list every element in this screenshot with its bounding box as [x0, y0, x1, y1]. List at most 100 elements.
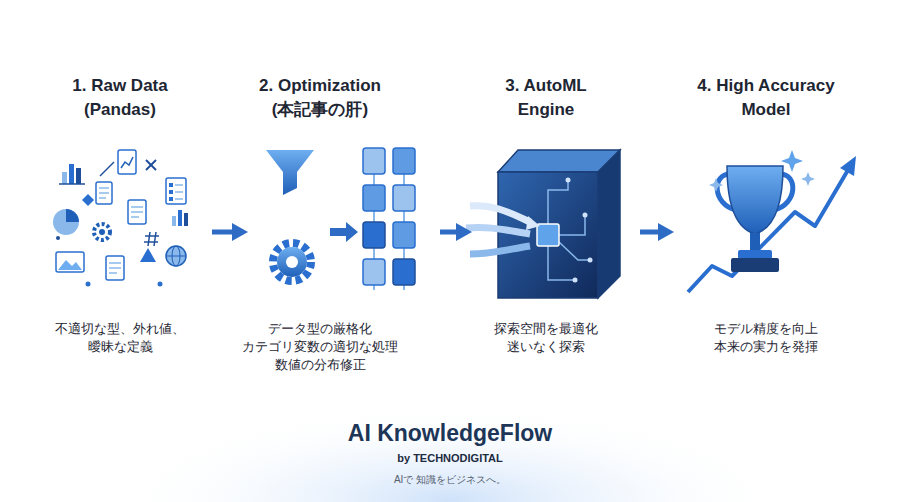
- trophy-stem: [750, 233, 760, 251]
- warning-triangle: [140, 248, 156, 262]
- gear-hub: [99, 229, 105, 235]
- text-line: [109, 272, 117, 274]
- text-line: [175, 184, 183, 186]
- pie-slice: [66, 209, 79, 222]
- globe-line: [166, 256, 186, 257]
- document-icon: [118, 150, 136, 174]
- diagram-title: AI KnowledgeFlow: [0, 419, 900, 447]
- flow-arrow: [212, 230, 236, 235]
- image-icon: [56, 252, 84, 272]
- cross-mark: [146, 160, 156, 170]
- image-mountain: [58, 260, 82, 270]
- stage-description: 不適切な型、外れ値、 曖昧な定義: [30, 320, 210, 356]
- circuit-node: [583, 213, 588, 218]
- arrow-icon: [100, 162, 114, 176]
- inflow-stream: [470, 246, 530, 254]
- trophy-chart: [688, 150, 856, 292]
- dot-icon: [158, 282, 163, 287]
- text-line: [109, 262, 121, 264]
- check-box: [169, 190, 173, 194]
- text-line: [99, 192, 109, 194]
- trophy-base: [738, 250, 772, 259]
- diamond-icon: [82, 194, 94, 206]
- dot-icon: [56, 236, 60, 240]
- stage-heading: 2. Optimization (本記事の肝): [240, 74, 400, 122]
- cross-mark: [146, 160, 156, 170]
- flow-arrow: [640, 230, 662, 235]
- text-line: [175, 191, 183, 193]
- globe-icon: [166, 246, 186, 266]
- stage-column: 4. High Accuracy Model モデル精度を向上 本来の実力を発揮: [672, 70, 860, 380]
- text-line: [131, 216, 139, 218]
- check-box: [169, 183, 173, 187]
- hash-mark: [148, 232, 150, 246]
- cube-front: [498, 172, 598, 298]
- bar-icon: [178, 210, 182, 226]
- hash-mark: [145, 235, 159, 237]
- check-box: [169, 197, 173, 201]
- stage-heading: 3. AutoML Engine: [489, 74, 604, 122]
- bar-icon: [62, 172, 67, 184]
- circuit-trace: [548, 180, 568, 224]
- flow-arrow: [440, 230, 460, 235]
- text-line: [109, 267, 121, 269]
- dot-icon: [86, 282, 91, 287]
- grid-cell: [363, 185, 385, 211]
- axis-line: [59, 183, 85, 185]
- brand-label: by TECHNODIGITAL: [0, 451, 900, 465]
- circuit-trace: [548, 246, 575, 280]
- trophy-base: [731, 258, 779, 272]
- bar-icon: [172, 216, 176, 226]
- circuit-trace: [559, 215, 585, 235]
- document-icon: [96, 182, 112, 204]
- stage-heading: 4. High Accuracy Model: [686, 74, 846, 122]
- rising-head: [840, 156, 856, 176]
- stage-description: モデル精度を向上 本来の実力を発揮: [676, 320, 856, 356]
- circuit-trace: [559, 242, 590, 260]
- inflow-head: [526, 216, 540, 230]
- stage-description: データ型の厳格化 カテゴリ変数の適切な処理 数値の分布修正: [230, 320, 410, 374]
- pie-icon: [53, 209, 79, 235]
- text-line: [99, 197, 106, 199]
- stage-column: 1. Raw Data (Pandas)不適切な型、外れ値、 曖昧な定義: [30, 70, 212, 380]
- inflow-stream: [470, 206, 530, 222]
- tagline-label: AIで 知識をビジネスへ。: [0, 473, 900, 486]
- text-line: [131, 211, 143, 213]
- grid-cell: [363, 148, 385, 174]
- text-line: [99, 187, 109, 189]
- document-icon: [106, 256, 124, 280]
- gear-teeth: [273, 243, 311, 281]
- gear-icon: [94, 224, 110, 240]
- chip-icon: [537, 224, 559, 246]
- circuit-node: [573, 278, 578, 283]
- grid-cell: [393, 259, 415, 285]
- stage-column: 3. AutoML Engine探索空間を最適化 迷いなく探索: [470, 70, 640, 380]
- sparkle: [781, 150, 803, 172]
- bar-icon: [76, 168, 81, 184]
- gear-icon: [277, 247, 307, 277]
- text-line: [131, 206, 143, 208]
- globe-line: [172, 246, 180, 266]
- bar-icon: [184, 213, 188, 226]
- automl-cube: [466, 150, 620, 298]
- sparkle: [709, 178, 723, 192]
- cube-side: [598, 150, 620, 298]
- inflow-stream: [466, 227, 530, 234]
- bar-icon: [69, 164, 74, 184]
- chart-line: [121, 157, 133, 168]
- grid-cell: [393, 185, 415, 211]
- circuit-node: [588, 258, 593, 263]
- hash-mark: [144, 241, 158, 243]
- inner-arrow: [330, 222, 358, 242]
- trophy-cup: [727, 166, 783, 234]
- grid-cell: [393, 148, 415, 174]
- grid-cell: [363, 222, 385, 248]
- checklist-icon: [166, 178, 186, 204]
- funnel-icon: [266, 150, 314, 195]
- stage-column: 2. Optimization (本記事の肝)データ型の厳格化 カテゴリ変数の適…: [246, 70, 440, 380]
- sparkle: [801, 172, 815, 186]
- hash-mark: [154, 232, 156, 246]
- grid-cell: [363, 259, 385, 285]
- stage-description: 探索空間を最適化 迷いなく探索: [456, 320, 636, 356]
